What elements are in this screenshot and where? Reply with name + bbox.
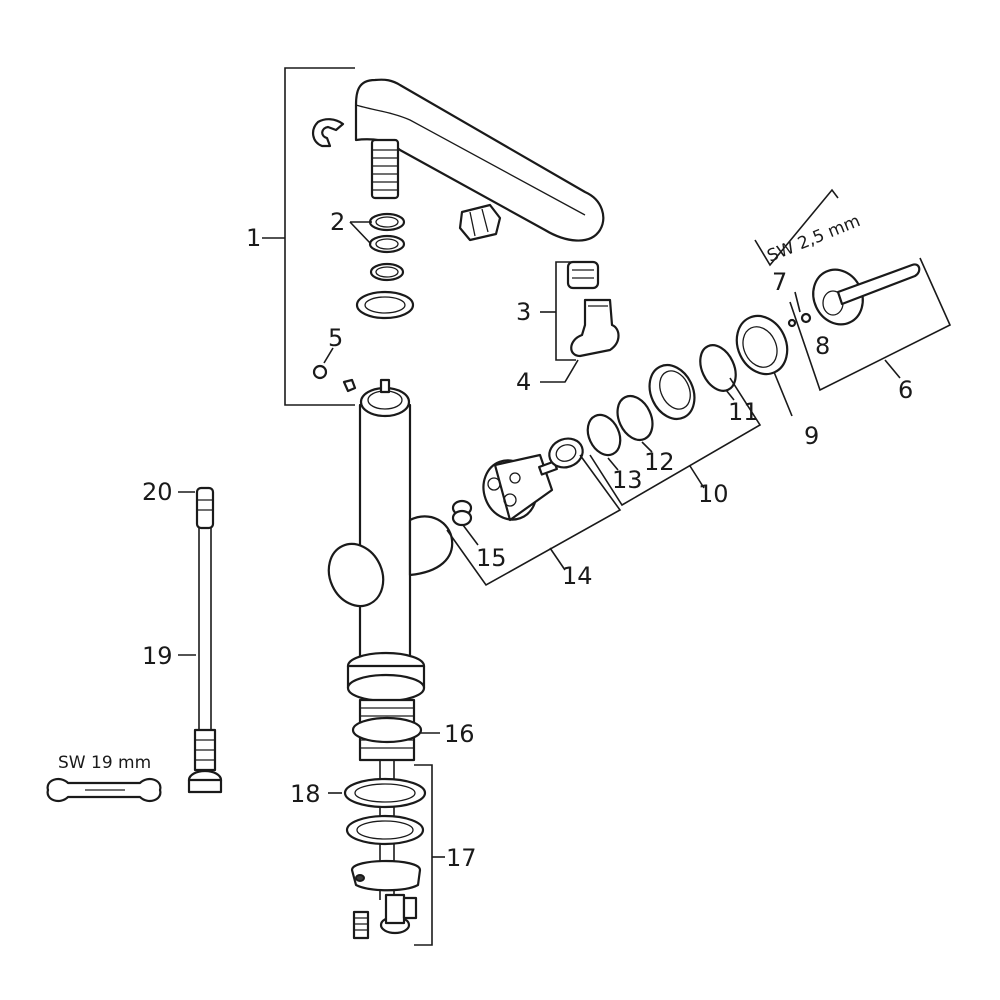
faucet-body bbox=[327, 378, 454, 900]
label-14: 14 bbox=[562, 562, 593, 590]
handle-group bbox=[754, 188, 952, 392]
wrench-label: SW 19 mm bbox=[58, 753, 151, 773]
label-8: 8 bbox=[815, 332, 830, 360]
label-12: 12 bbox=[644, 448, 675, 476]
label-19: 19 bbox=[142, 642, 173, 670]
aerator-group bbox=[540, 260, 620, 383]
label-3: 3 bbox=[516, 298, 531, 326]
label-18: 18 bbox=[290, 780, 321, 808]
label-1: 1 bbox=[246, 224, 261, 252]
label-5: 5 bbox=[328, 324, 343, 352]
label-10: 10 bbox=[698, 480, 729, 508]
label-4: 4 bbox=[516, 368, 531, 396]
label-16: 16 bbox=[444, 720, 475, 748]
label-20: 20 bbox=[142, 478, 173, 506]
connection-hose bbox=[46, 486, 223, 803]
label-9: 9 bbox=[804, 422, 819, 450]
label-17: 17 bbox=[446, 844, 477, 872]
spout-assembly bbox=[262, 67, 605, 406]
label-7: 7 bbox=[772, 268, 787, 296]
label-2: 2 bbox=[330, 208, 345, 236]
allen-key-label: SW 2,5 mm bbox=[764, 211, 863, 266]
label-13: 13 bbox=[612, 466, 643, 494]
label-11: 11 bbox=[728, 398, 759, 426]
label-15: 15 bbox=[476, 544, 507, 572]
label-6: 6 bbox=[898, 376, 913, 404]
part-labels: 1 2 3 4 5 6 7 8 9 10 11 12 13 14 15 16 1… bbox=[142, 208, 913, 872]
mounting-set bbox=[328, 764, 445, 946]
cartridge-group bbox=[446, 314, 793, 587]
